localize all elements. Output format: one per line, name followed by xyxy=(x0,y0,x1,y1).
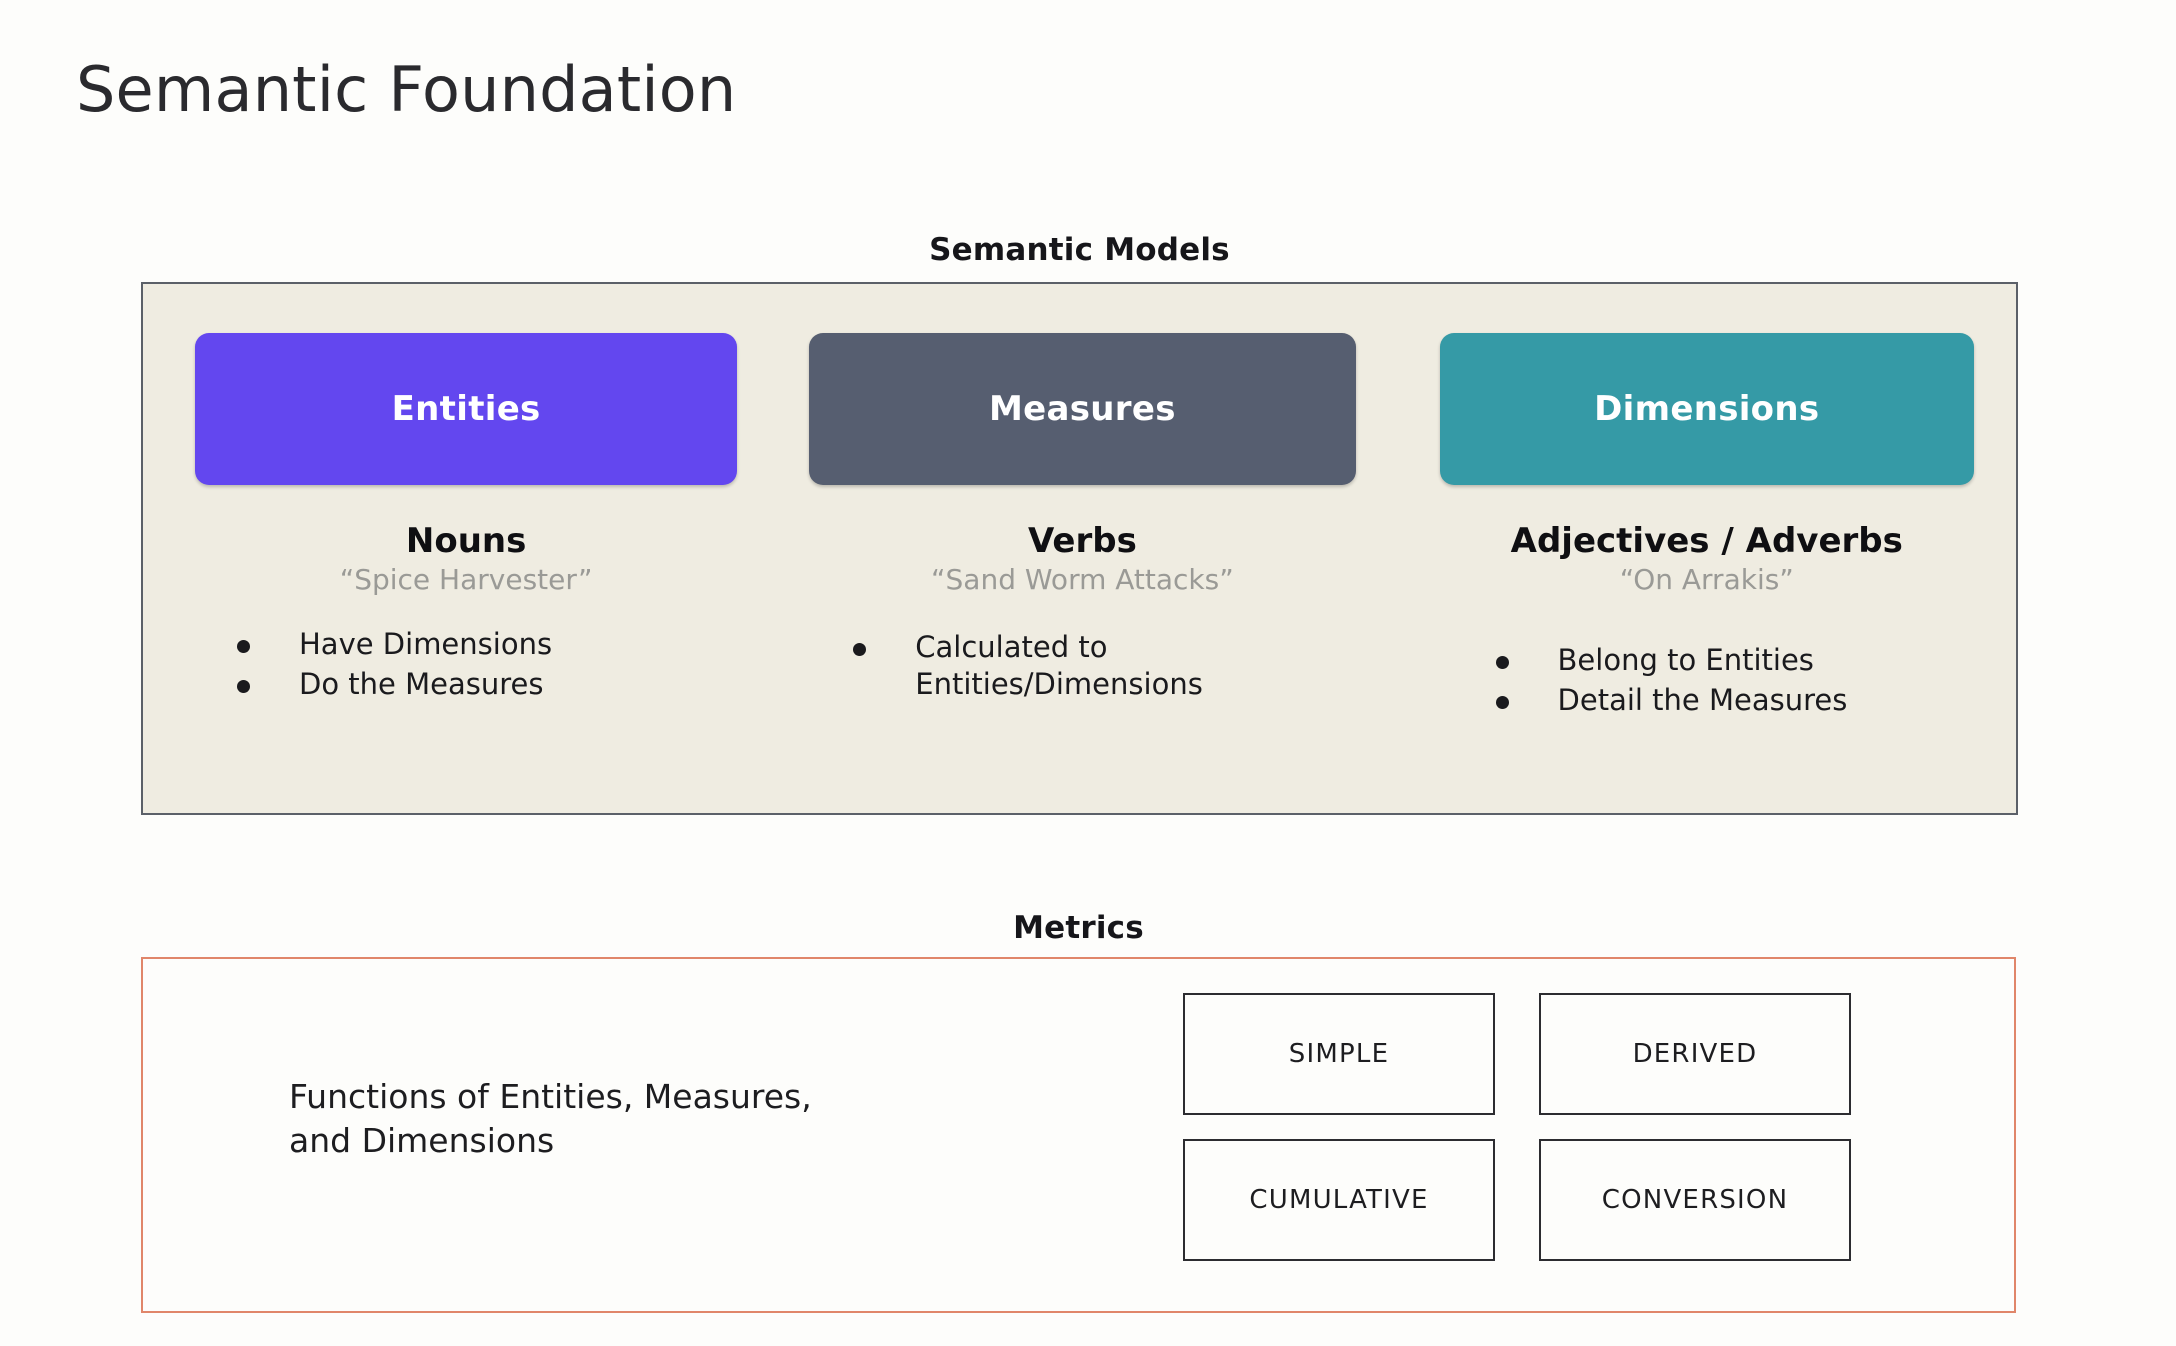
metric-type-cumulative[interactable]: CUMULATIVE xyxy=(1183,1139,1495,1261)
metric-type-cumulative-label: CUMULATIVE xyxy=(1249,1185,1429,1215)
semantic-models-panel: Entities Nouns “Spice Harvester” Have Di… xyxy=(141,282,2018,815)
list-item: Have Dimensions xyxy=(237,626,737,663)
page-title: Semantic Foundation xyxy=(76,53,737,126)
semantic-models-header: Semantic Models xyxy=(929,232,1230,268)
metric-type-conversion[interactable]: CONVERSION xyxy=(1539,1139,1851,1261)
list-item: Detail the Measures xyxy=(1495,682,1974,719)
entities-heading: Nouns xyxy=(405,521,527,561)
entities-chip-label: Entities xyxy=(391,389,541,429)
metrics-description-line-2: and Dimensions xyxy=(289,1120,555,1160)
metrics-description: Functions of Entities, Measures, and Dim… xyxy=(289,1075,989,1163)
semantic-models-columns: Entities Nouns “Spice Harvester” Have Di… xyxy=(143,284,2016,813)
metrics-header: Metrics xyxy=(1013,910,1144,946)
metric-type-derived[interactable]: DERIVED xyxy=(1539,993,1851,1115)
metric-type-simple[interactable]: SIMPLE xyxy=(1183,993,1495,1115)
measures-heading: Verbs xyxy=(1027,521,1137,561)
metric-type-derived-label: DERIVED xyxy=(1632,1039,1758,1069)
metric-type-conversion-label: CONVERSION xyxy=(1601,1185,1789,1215)
semantic-model-column-measures: Measures Verbs “Sand Worm Attacks” Calcu… xyxy=(767,284,1391,813)
list-item: Calculated to Entities/Dimensions xyxy=(853,629,1355,703)
dimensions-chip[interactable]: Dimensions xyxy=(1439,333,1974,485)
dimensions-bullet-list: Belong to Entities Detail the Measures xyxy=(1440,642,1974,719)
measures-chip[interactable]: Measures xyxy=(809,333,1356,485)
metrics-description-line-1: Functions of Entities, Measures, xyxy=(289,1077,812,1116)
entities-bullet-list: Have Dimensions Do the Measures xyxy=(195,626,737,703)
dimensions-chip-label: Dimensions xyxy=(1594,389,1820,429)
metric-type-grid: SIMPLE DERIVED CUMULATIVE CONVERSION xyxy=(1183,993,1851,1261)
semantic-model-column-entities: Entities Nouns “Spice Harvester” Have Di… xyxy=(143,284,767,813)
measures-bullet-list: Calculated to Entities/Dimensions xyxy=(809,629,1355,703)
metrics-panel: Functions of Entities, Measures, and Dim… xyxy=(141,957,2016,1313)
semantic-model-column-dimensions: Dimensions Adjectives / Adverbs “On Arra… xyxy=(1392,284,2016,813)
dimensions-example: “On Arrakis” xyxy=(1619,563,1794,597)
measures-chip-label: Measures xyxy=(989,389,1176,429)
metric-type-simple-label: SIMPLE xyxy=(1288,1039,1390,1069)
entities-example: “Spice Harvester” xyxy=(339,563,593,597)
measures-example: “Sand Worm Attacks” xyxy=(931,563,1234,597)
list-item: Belong to Entities xyxy=(1495,642,1974,679)
entities-chip[interactable]: Entities xyxy=(195,333,738,485)
dimensions-heading: Adjectives / Adverbs xyxy=(1510,521,1903,561)
list-item: Do the Measures xyxy=(237,666,737,703)
